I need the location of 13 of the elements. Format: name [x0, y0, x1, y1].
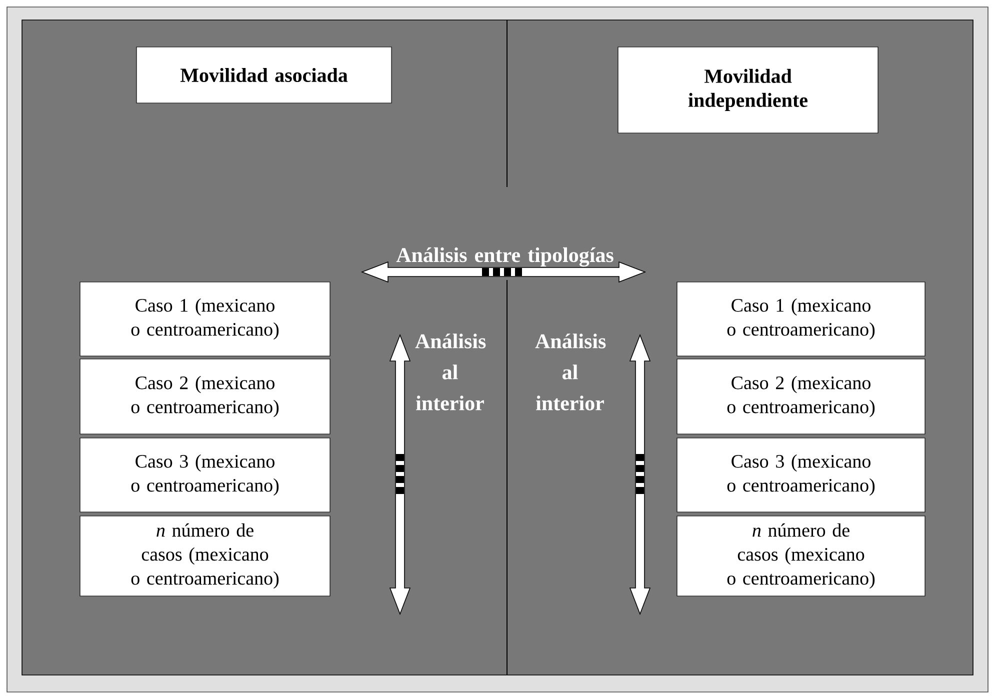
- case-box: Caso 1 (mexicano o centroamericano): [80, 282, 330, 356]
- heading-box: Movilidad asociada: [136, 46, 392, 104]
- case-box: Caso 2 (mexicano o centroamericano): [676, 358, 926, 434]
- case-box: n número de casos (mexicano o centroamericano): [676, 516, 926, 596]
- analysis-label: Análisis al interior: [535, 334, 606, 410]
- case-box: Caso 3 (mexicano o centroamericano): [676, 438, 926, 512]
- case-box: Caso 3 (mexicano o centroamericano): [80, 438, 330, 512]
- case-box: Caso 1 (mexicano o centroamericano): [676, 282, 926, 356]
- analysis-label: Análisis al interior: [415, 334, 486, 410]
- case-box: Caso 2 (mexicano o centroamericano): [80, 358, 330, 434]
- heading-box: Movilidad independiente: [618, 46, 878, 134]
- analysis-label: Análisis entre tipologías: [396, 247, 614, 267]
- case-box: n número de casos (mexicano o centroamericano): [80, 516, 330, 596]
